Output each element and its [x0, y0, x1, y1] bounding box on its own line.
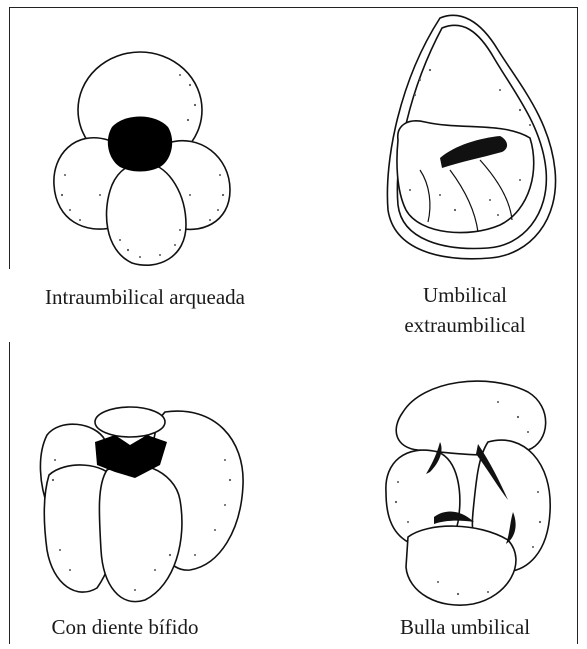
frame-left-line-lower [9, 342, 10, 644]
caption-extraumbilical-line2: extraumbilical [365, 310, 565, 340]
caption-bulla-umbilical: Bulla umbilical [370, 612, 560, 642]
figure-bulla-umbilical [378, 372, 556, 612]
caption-con-diente-bifido: Con diente bífido [25, 612, 225, 642]
caption-intraumbilical-arqueada: Intraumbilical arqueada [20, 282, 270, 312]
last-chamber [397, 121, 534, 233]
chamber-top [95, 407, 165, 437]
frame-right-line [577, 7, 578, 644]
aperture-dark [108, 117, 172, 172]
frame-top-line [9, 7, 578, 8]
chamber-bottom [406, 526, 516, 605]
caption-umbilical-line1: Umbilical [365, 280, 565, 310]
frame-left-line-upper [9, 7, 10, 269]
chamber-top [396, 381, 545, 455]
figure-umbilical-extraumbilical [380, 10, 565, 265]
figure-intraumbilical-arqueada [40, 45, 240, 270]
chamber-bottom-center [99, 464, 182, 601]
figure-con-diente-bifido [35, 400, 250, 605]
